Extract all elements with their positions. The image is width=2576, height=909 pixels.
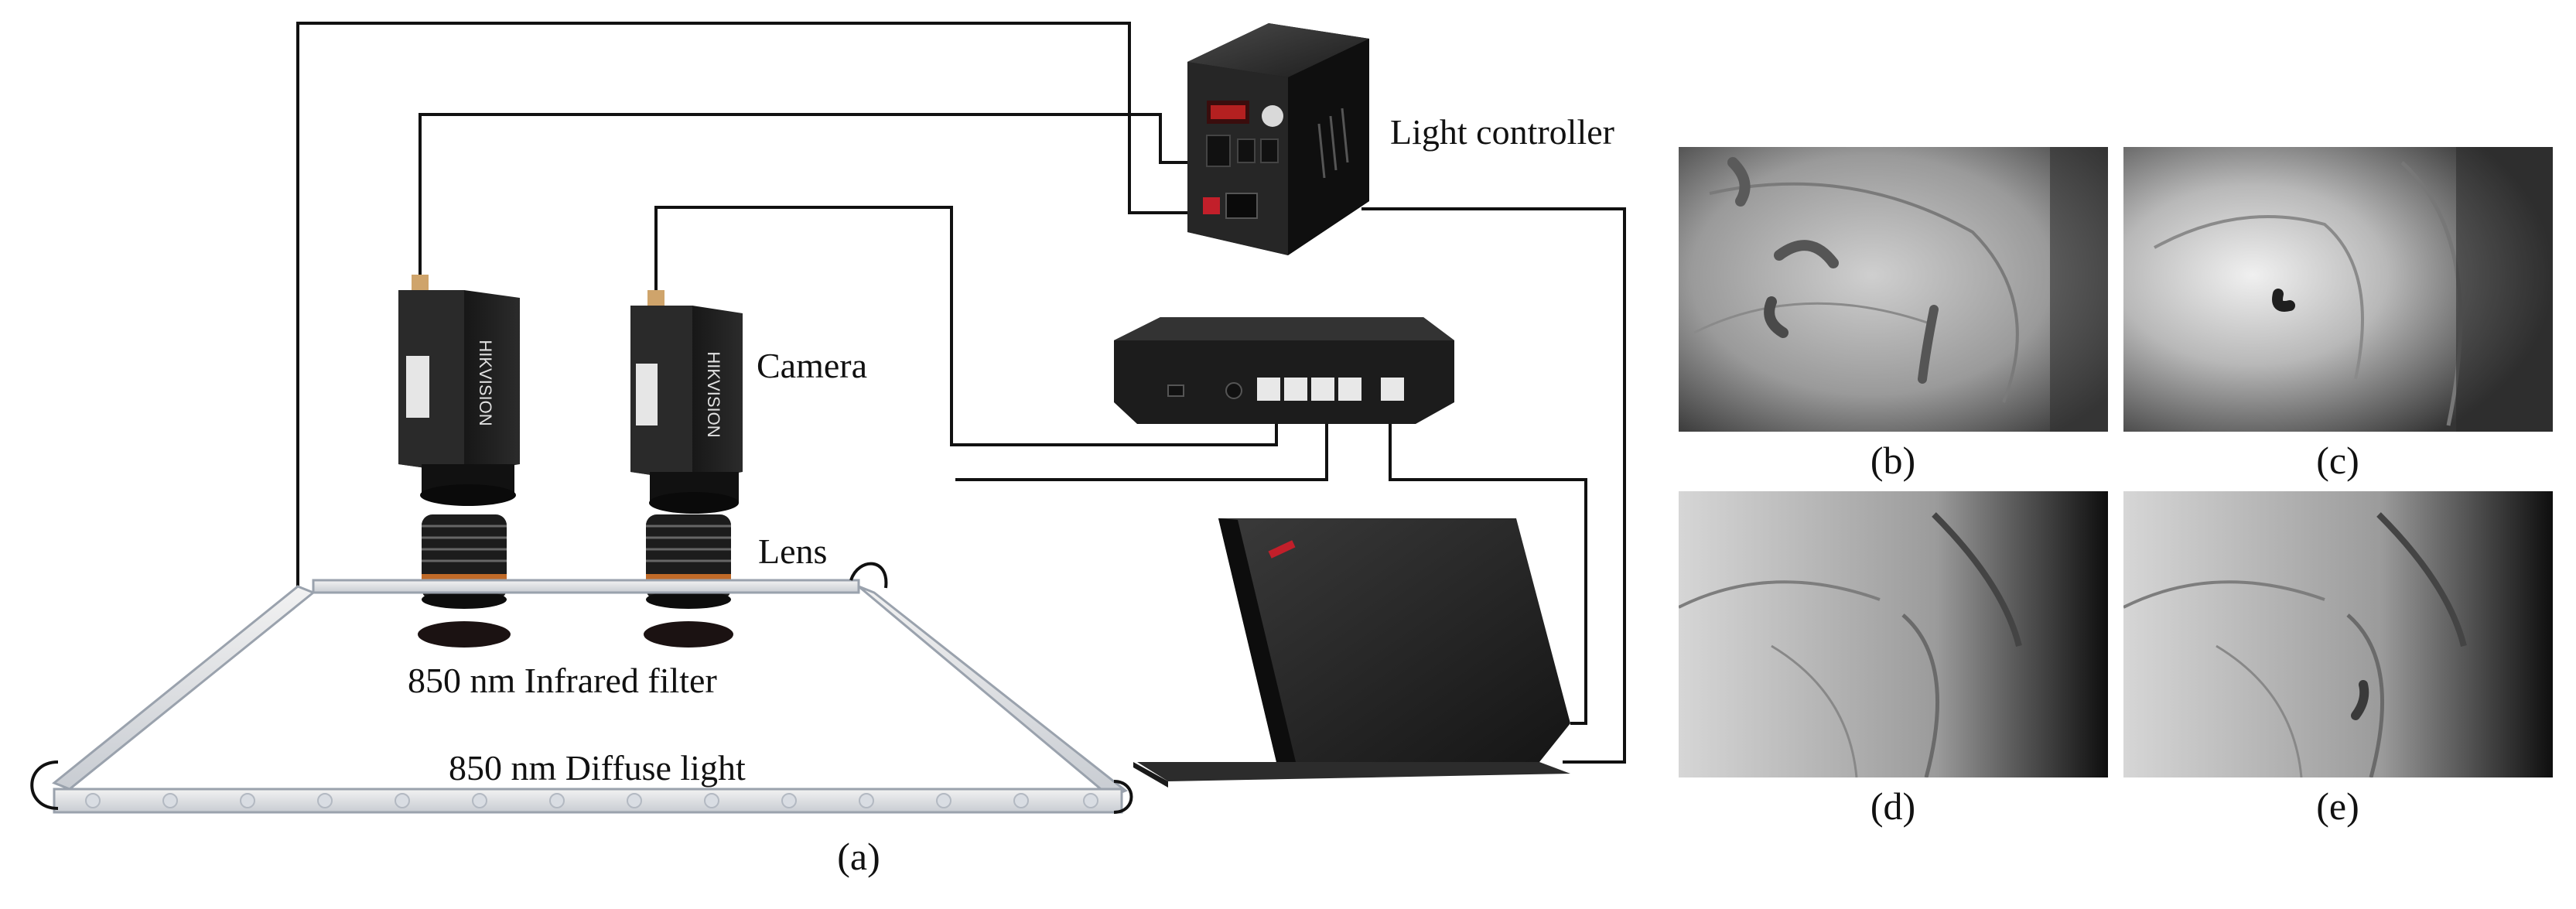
panel-e-caption: (e) [2316, 784, 2359, 828]
camera-left-brand: HIKVISION [476, 340, 495, 425]
infrared-filter-right [644, 621, 733, 648]
camera-right-brand: HIKVISION [704, 351, 723, 437]
panel-b-caption: (b) [1870, 439, 1916, 482]
strip-connectors [30, 562, 1133, 814]
light-controller-label: Light controller [1390, 112, 1614, 152]
panel-c-image [2123, 147, 2553, 432]
cables [296, 22, 1626, 764]
network-switch [1114, 317, 1454, 424]
infrared-filter-label: 850 nm Infrared filter [408, 661, 717, 700]
camera-label: Camera [757, 346, 868, 385]
panel-e-image [2123, 491, 2553, 777]
infrared-filter-left [418, 621, 511, 648]
camera-left: HIKVISION [398, 275, 520, 506]
cable-light-controller-to-strip [296, 22, 1195, 588]
laptop [1133, 518, 1570, 788]
panel-d-image [1679, 491, 2108, 777]
cable-camera1 [419, 113, 1191, 275]
diffuse-light-leds [85, 793, 1098, 808]
panel-c-caption: (c) [2316, 439, 2359, 482]
lens-label: Lens [758, 531, 828, 571]
panel-a-caption: (a) [837, 835, 880, 878]
cable-camera2 [654, 206, 1278, 446]
panel-b-image [1679, 147, 2108, 432]
cable-camera2-to-switch [955, 418, 1328, 481]
diffuse-light-label: 850 nm Diffuse light [449, 748, 746, 788]
cable-controller-to-laptop [1361, 207, 1626, 764]
lens-right [646, 514, 731, 609]
panel-d-caption: (d) [1870, 784, 1916, 828]
light-controller-device [1187, 23, 1369, 255]
camera-right: HIKVISION [630, 290, 743, 514]
cable-switch-to-laptop [1389, 418, 1587, 725]
lens-left [422, 514, 507, 609]
